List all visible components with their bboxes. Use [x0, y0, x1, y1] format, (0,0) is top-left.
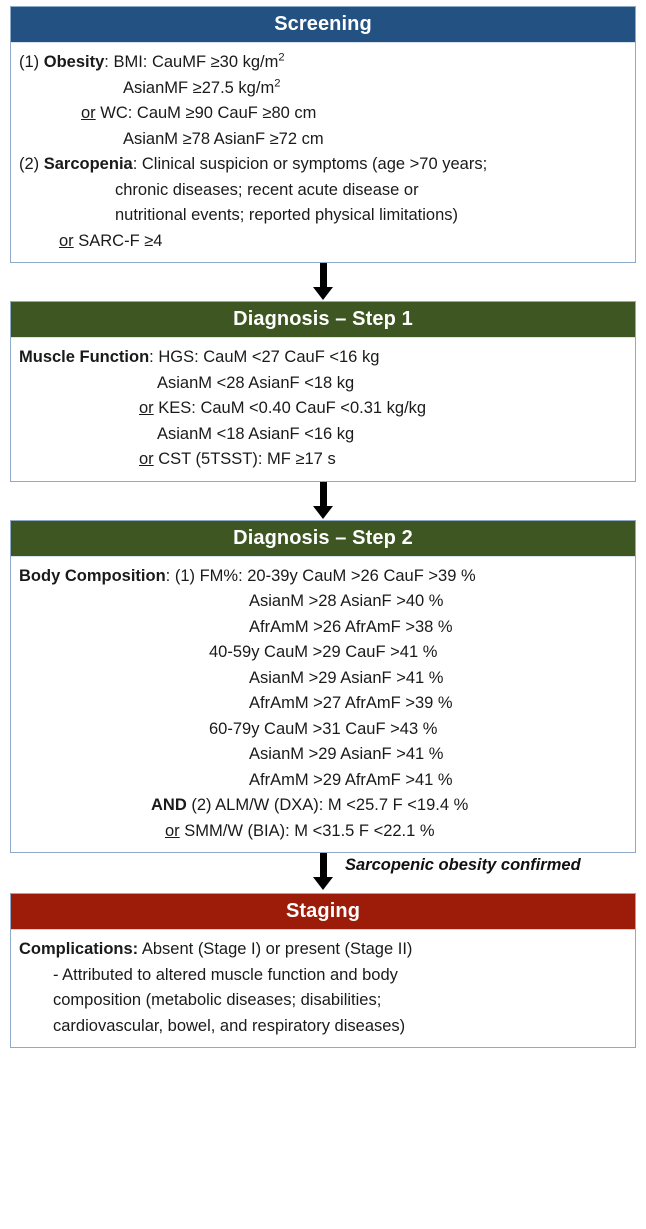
- text-run: AsianM >28 AsianF >40 %: [249, 592, 444, 610]
- text-line: (1) Obesity: BMI: CauMF ≥30 kg/m2: [19, 50, 627, 76]
- text-line: or CST (5TSST): MF ≥17 s: [19, 447, 627, 473]
- text-line: 60-79y CauM >31 CauF >43 %: [19, 717, 627, 743]
- text-line: AsianM >29 AsianF >41 %: [19, 666, 627, 692]
- text-line: (2) Sarcopenia: Clinical suspicion or sy…: [19, 152, 627, 178]
- text-run: SMM/W (BIA): M <31.5 F <22.1 %: [179, 821, 435, 840]
- text-run: (1): [19, 53, 44, 71]
- bold-label: Obesity: [43, 53, 105, 71]
- text-run: AfrAmM >29 AfrAmF >41 %: [249, 770, 453, 789]
- text-run: composition (metabolic diseases; disabil…: [53, 991, 382, 1009]
- bold-label: AND: [151, 796, 187, 814]
- text-line: Muscle Function: HGS: CauM <27 CauF <16 …: [19, 345, 627, 371]
- text-run: WC: CauM ≥90 CauF ≥80 cm: [95, 104, 317, 122]
- down-arrow-icon: [319, 481, 327, 506]
- text-run: 60-79y CauM >31 CauF >43 %: [209, 719, 438, 738]
- text-line: AfrAmM >29 AfrAmF >41 %: [19, 768, 627, 794]
- staging-header: Staging: [11, 894, 635, 930]
- or-connector: or: [59, 231, 74, 250]
- text-run: 2: [274, 77, 281, 89]
- text-line: cardiovascular, bowel, and respiratory d…: [19, 1014, 627, 1040]
- arrow-step1-to-step2: [10, 481, 636, 520]
- text-run: : (1) FM%: 20-39y CauM >26 CauF >39 %: [165, 566, 476, 585]
- arrow-step2-to-staging: Sarcopenic obesity confirmed: [10, 853, 636, 893]
- text-line: 40-59y CauM >29 CauF >41 %: [19, 640, 627, 666]
- or-connector: or: [81, 104, 96, 122]
- arrow-screening-to-step1: [10, 263, 636, 301]
- text-line: nutritional events; reported physical li…: [19, 203, 627, 229]
- text-run: AsianM >29 AsianF >41 %: [249, 745, 444, 763]
- screening-box: Screening (1) Obesity: BMI: CauMF ≥30 kg…: [10, 6, 636, 263]
- diagnosis-step2-box: Diagnosis – Step 2 Body Composition: (1)…: [10, 519, 636, 853]
- text-line: AsianM >28 AsianF >40 %: [19, 589, 627, 615]
- text-line: AfrAmM >26 AfrAmF >38 %: [19, 615, 627, 641]
- or-connector: or: [139, 450, 154, 468]
- text-run: nutritional events; reported physical li…: [115, 206, 458, 224]
- text-run: (2) ALM/W (DXA): M <25.7 F <19.4 %: [186, 796, 469, 814]
- diagnosis-step2-header: Diagnosis – Step 2: [11, 520, 635, 557]
- or-connector: or: [165, 821, 180, 840]
- staging-box: Staging Complications: Absent (Stage I) …: [10, 893, 636, 1048]
- diagnosis-step1-body: Muscle Function: HGS: CauM <27 CauF <16 …: [11, 338, 635, 481]
- bold-label: Sarcopenia: [43, 155, 133, 173]
- diagnosis-step2-body: Body Composition: (1) FM%: 20-39y CauM >…: [11, 557, 635, 853]
- text-line: or KES: CauM <0.40 CauF <0.31 kg/kg: [19, 396, 627, 422]
- text-run: 2: [278, 51, 285, 64]
- text-line: chronic diseases; recent acute disease o…: [19, 178, 627, 204]
- text-line: Body Composition: (1) FM%: 20-39y CauM >…: [19, 564, 627, 590]
- staging-body: Complications: Absent (Stage I) or prese…: [11, 930, 635, 1047]
- text-run: Absent (Stage I) or present (Stage II): [138, 940, 413, 958]
- text-run: chronic diseases; recent acute disease o…: [115, 180, 419, 199]
- diagnosis-step1-box: Diagnosis – Step 1 Muscle Function: HGS:…: [10, 301, 636, 482]
- text-line: AsianM ≥78 AsianF ≥72 cm: [19, 127, 627, 153]
- text-run: CST (5TSST): MF ≥17 s: [153, 450, 336, 468]
- text-line: AsianMF ≥27.5 kg/m2: [19, 76, 627, 102]
- text-line: AsianM >29 AsianF >41 %: [19, 742, 627, 768]
- text-line: - Attributed to altered muscle function …: [19, 963, 627, 989]
- text-run: AsianM <28 AsianF <18 kg: [157, 373, 355, 392]
- text-line: AND (2) ALM/W (DXA): M <25.7 F <19.4 %: [19, 793, 627, 819]
- text-line: Complications: Absent (Stage I) or prese…: [19, 937, 627, 963]
- diagnosis-step1-header: Diagnosis – Step 1: [11, 302, 635, 338]
- text-run: 40-59y CauM >29 CauF >41 %: [209, 643, 438, 661]
- down-arrow-icon: [319, 853, 327, 877]
- text-line: or WC: CauM ≥90 CauF ≥80 cm: [19, 101, 627, 127]
- text-line: or SMM/W (BIA): M <31.5 F <22.1 %: [19, 819, 627, 845]
- text-line: AsianM <28 AsianF <18 kg: [19, 371, 627, 397]
- text-run: KES: CauM <0.40 CauF <0.31 kg/kg: [153, 399, 427, 417]
- bold-label: Body Composition: [19, 566, 166, 585]
- text-line: or SARC-F ≥4: [19, 229, 627, 255]
- text-line: composition (metabolic diseases; disabil…: [19, 988, 627, 1014]
- text-run: AfrAmM >27 AfrAmF >39 %: [249, 694, 453, 712]
- text-run: (2): [19, 155, 44, 173]
- sarcopenic-obesity-confirmed-label: Sarcopenic obesity confirmed: [345, 856, 581, 874]
- text-line: AfrAmM >27 AfrAmF >39 %: [19, 691, 627, 717]
- screening-header: Screening: [11, 7, 635, 43]
- text-run: AsianM <18 AsianF <16 kg: [157, 424, 355, 443]
- text-run: : HGS: CauM <27 CauF <16 kg: [149, 348, 380, 366]
- or-connector: or: [139, 399, 154, 417]
- text-run: cardiovascular, bowel, and respiratory d…: [53, 1016, 406, 1035]
- text-line: AsianM <18 AsianF <16 kg: [19, 422, 627, 448]
- down-arrow-icon: [319, 263, 327, 287]
- bold-label: Muscle Function: [19, 348, 150, 366]
- text-run: : Clinical suspicion or symptoms (age >7…: [132, 155, 488, 173]
- text-run: : BMI: CauMF ≥30 kg/m: [104, 53, 279, 71]
- text-run: AsianMF ≥27.5 kg/m: [123, 78, 275, 97]
- text-run: SARC-F ≥4: [73, 231, 163, 250]
- bold-label: Complications:: [19, 940, 139, 958]
- text-run: - Attributed to altered muscle function …: [53, 965, 398, 984]
- text-run: AsianM >29 AsianF >41 %: [249, 668, 444, 687]
- text-run: AfrAmM >26 AfrAmF >38 %: [249, 617, 453, 636]
- text-run: AsianM ≥78 AsianF ≥72 cm: [123, 129, 324, 148]
